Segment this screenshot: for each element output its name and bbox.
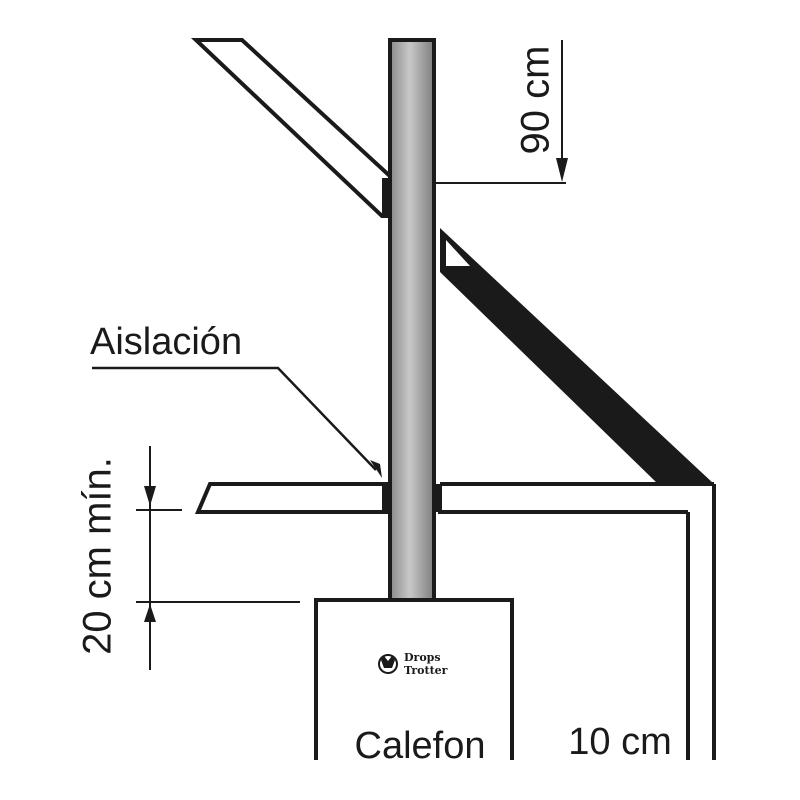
right-wall (686, 484, 716, 760)
logo-text-line2: Trotter (404, 664, 448, 677)
dimension-20cm-min: 20 cm mín. (76, 446, 300, 670)
dimension-90cm: 90 cm (434, 40, 568, 184)
brand-logo: Drops Trotter (378, 651, 448, 677)
water-heater-box (314, 598, 514, 760)
insulation-collar-top (382, 178, 390, 216)
logo-text-line1: Drops (404, 651, 441, 664)
label-20cm-min: 20 cm mín. (76, 457, 120, 655)
label-90cm: 90 cm (514, 46, 558, 155)
label-insulation: Aislación (90, 321, 242, 363)
flue-pipe (388, 38, 436, 602)
ceiling-slab-right (438, 482, 714, 514)
lower-roof-brace (440, 228, 714, 484)
insulation-collar-ceiling (382, 484, 440, 512)
label-heater: Calefon (355, 725, 486, 767)
insulation-callout: Aislación (90, 321, 382, 478)
upper-roof-slab (190, 38, 394, 218)
label-10cm: 10 cm (568, 721, 671, 763)
logo-emblem-icon (378, 654, 398, 674)
ceiling-slab-left (194, 482, 390, 514)
